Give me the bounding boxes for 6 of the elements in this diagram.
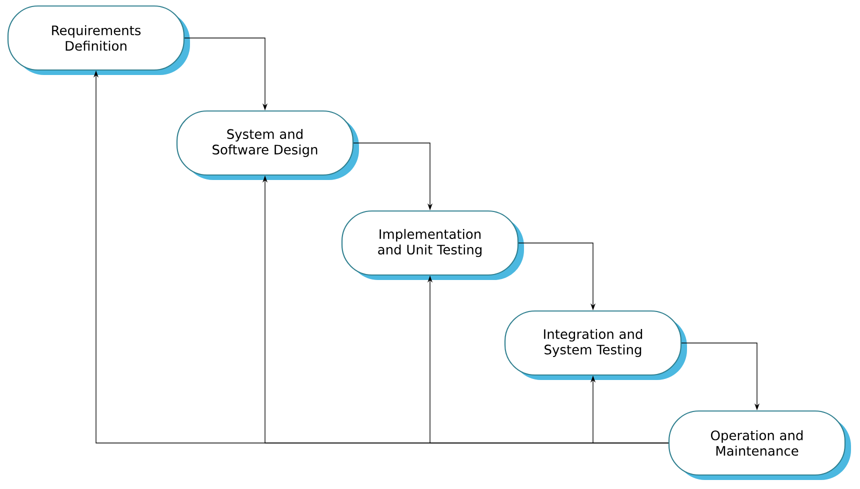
process-box: System and Software Design xyxy=(176,110,359,180)
process-box: Implementation and Unit Testing xyxy=(341,210,524,280)
node-label: Operation and Maintenance xyxy=(710,430,803,456)
process-box: Operation and Maintenance xyxy=(668,410,851,480)
process-box: Integration and System Testing xyxy=(504,310,687,380)
process-box: Requirements Definition xyxy=(7,5,190,75)
